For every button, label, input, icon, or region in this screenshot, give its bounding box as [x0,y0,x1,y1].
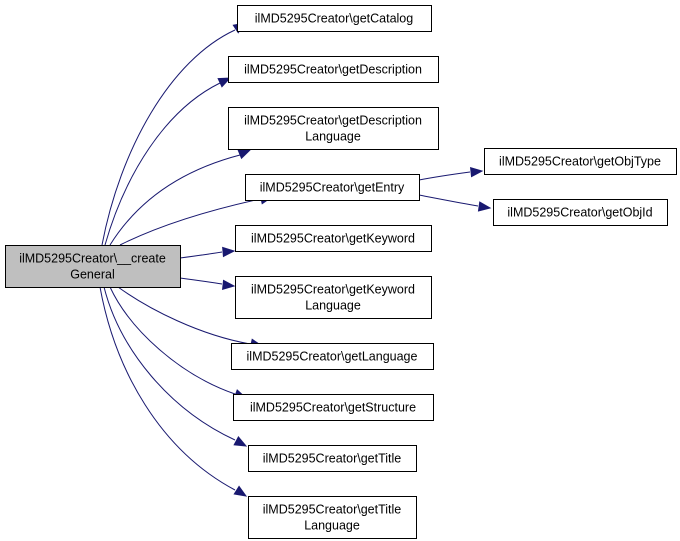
edge-get-entry-to-get-obj-id [418,194,492,212]
node-label: ilMD5295Creator\getDescription [244,63,422,77]
arrowhead [233,485,248,497]
edge-get-entry-to-get-obj-type [418,166,484,181]
node-get-obj-type[interactable]: ilMD5295Creator\getObjType [484,148,677,175]
edge-root-to-get-catalog [101,22,247,246]
edge-root-to-get-structure [109,286,248,399]
node-label: ilMD5295Creator\getCatalog [255,12,413,26]
node-label: Language [304,519,360,533]
node-box[interactable] [484,148,677,175]
node-label: ilMD5295Creator\getKeyword [251,232,415,246]
edge-root-to-get-description [104,77,232,246]
node-box[interactable] [235,276,432,319]
edge-line [179,277,223,285]
arrowhead [217,77,232,88]
edge-line [117,286,251,345]
node-box[interactable] [248,496,417,539]
node-get-keyword[interactable]: ilMD5295Creator\getKeyword [235,225,432,252]
node-label: General [70,268,114,282]
node-get-title[interactable]: ilMD5295Creator\getTitle [248,445,417,472]
node-box[interactable] [5,245,181,288]
edge-root-to-get-keyword-language [179,277,236,291]
node-box[interactable] [228,107,439,150]
node-label: ilMD5295Creator\getLanguage [247,350,418,364]
node-label: ilMD5295Creator\getStructure [250,401,416,415]
node-box[interactable] [233,394,434,421]
edge-line [179,251,223,259]
arrowhead [237,149,252,160]
node-get-obj-id[interactable]: ilMD5295Creator\getObjId [493,199,668,226]
node-label: ilMD5295Creator\getKeyword [251,283,415,297]
node-get-description[interactable]: ilMD5295Creator\getDescription [228,56,439,83]
node-label: ilMD5295Creator\getTitle [263,503,402,517]
edge-line [104,82,221,246]
node-label: ilMD5295Creator\getTitle [263,452,402,466]
node-box[interactable] [228,56,439,83]
node-get-catalog[interactable]: ilMD5295Creator\getCatalog [237,5,432,32]
node-label: ilMD5295Creator\__create [19,252,166,266]
edge-line [109,286,236,395]
node-get-structure[interactable]: ilMD5295Creator\getStructure [233,394,434,421]
arrowhead [233,435,248,447]
arrowhead [477,201,492,212]
nodes-layer: ilMD5295Creator\__createGeneralilMD5295C… [5,5,677,539]
node-label: ilMD5295Creator\getObjType [499,155,661,169]
node-get-language[interactable]: ilMD5295Creator\getLanguage [231,343,434,370]
node-label: ilMD5295Creator\getEntry [260,181,405,195]
node-box[interactable] [235,225,432,252]
node-box[interactable] [237,5,432,32]
edge-line [99,286,236,491]
edge-root-to-get-keyword [179,246,236,259]
edge-root-to-get-description-language [109,149,252,246]
node-box[interactable] [245,174,420,201]
node-label: ilMD5295Creator\getObjId [507,206,652,220]
node-get-entry[interactable]: ilMD5295Creator\getEntry [245,174,420,201]
edge-line [109,154,241,246]
arrowhead [470,166,484,178]
arrowhead [222,279,236,291]
node-box[interactable] [493,199,668,226]
arrowhead [222,246,236,258]
edge-root-to-get-title [103,286,248,447]
edge-line [418,171,471,181]
edge-line [101,29,236,246]
edge-root-to-get-title-language [99,286,248,497]
node-label: Language [305,299,361,313]
node-box[interactable] [231,343,434,370]
node-label: ilMD5295Creator\getDescription [244,114,422,128]
edge-line [418,194,479,207]
node-label: Language [305,130,361,144]
node-box[interactable] [248,445,417,472]
edge-line [119,198,261,246]
edge-line [103,286,236,441]
